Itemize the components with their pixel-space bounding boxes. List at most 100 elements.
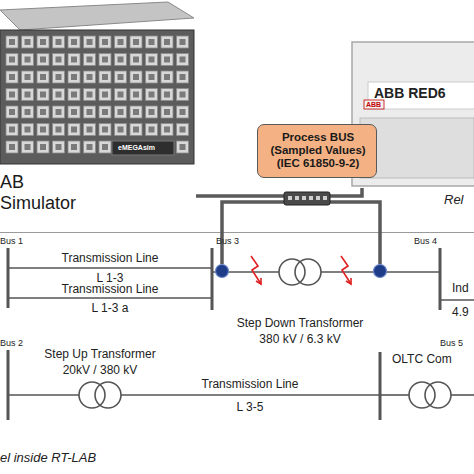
- connector-port: [99, 89, 111, 101]
- connector-port: [84, 89, 96, 101]
- fault-symbols: [251, 256, 351, 284]
- component-label: 380 kV / 6.3 kV: [259, 333, 340, 346]
- connector-port: [146, 36, 158, 48]
- process-bus-wire: [222, 202, 290, 264]
- process-bus-wires: [222, 202, 380, 264]
- connector-hole: [40, 92, 46, 98]
- connector-hole: [102, 127, 108, 133]
- bus-label: Bus 3: [216, 237, 239, 247]
- line-label: L 1-3: [97, 272, 124, 285]
- connector-hole: [25, 74, 31, 80]
- simulator-lid: [0, 2, 194, 30]
- connector-port: [146, 71, 158, 83]
- connector-port: [68, 71, 80, 83]
- connector-hole: [25, 144, 31, 150]
- connector-port: [53, 106, 65, 118]
- line-label: Transmission Line: [62, 252, 159, 265]
- connector-port: [37, 89, 49, 101]
- connector-hole: [133, 39, 139, 45]
- bus-bar: [7, 248, 10, 308]
- connector-port: [22, 141, 34, 153]
- connector-hole: [56, 57, 62, 63]
- connector-hole: [87, 39, 93, 45]
- connector-port: [84, 124, 96, 136]
- connector-hole: [40, 39, 46, 45]
- connector-hole: [133, 57, 139, 63]
- simulator-plate: [112, 141, 174, 155]
- transformer-symbol: [425, 382, 451, 408]
- connector-port: [161, 36, 173, 48]
- connector-hole: [87, 144, 93, 150]
- connector-hole: [25, 39, 31, 45]
- connector-hole: [9, 92, 15, 98]
- connector-port: [68, 106, 80, 118]
- connector-port: [161, 89, 173, 101]
- connector-port: [68, 124, 80, 136]
- line-label: Transmission Line: [202, 378, 299, 391]
- connector-hole: [164, 109, 170, 115]
- connector-hole: [40, 57, 46, 63]
- connector-port: [130, 71, 142, 83]
- component-label: 20kV / 380 kV: [63, 364, 138, 377]
- connector-port: [115, 124, 127, 136]
- connector-hole: [9, 109, 15, 115]
- connector-port: [99, 71, 111, 83]
- connector-port: [6, 54, 18, 66]
- connector-port: [161, 124, 173, 136]
- connector-hole: [40, 127, 46, 133]
- connector-hole: [71, 127, 77, 133]
- connector-hole: [71, 109, 77, 115]
- transmission-line: [121, 394, 380, 396]
- switch-port: [323, 196, 327, 200]
- connector-hole: [71, 39, 77, 45]
- connector-port: [6, 141, 18, 153]
- simulator-front: [0, 30, 194, 164]
- connector-port: [161, 106, 173, 118]
- line-label: L 1-3 a: [92, 302, 129, 315]
- connector-hole: [118, 74, 124, 80]
- connector-hole: [164, 127, 170, 133]
- bus-label: Bus 1: [0, 237, 23, 247]
- connector-hole: [133, 127, 139, 133]
- connector-port: [6, 124, 18, 136]
- wire: [451, 394, 474, 396]
- connector-port: [84, 141, 96, 153]
- device-name: AB Simulator: [0, 172, 92, 213]
- connector-hole: [180, 39, 186, 45]
- bus-label: Bus 4: [414, 237, 437, 247]
- connector-hole: [164, 57, 170, 63]
- connector-port: [130, 124, 142, 136]
- connector-port: [99, 36, 111, 48]
- connector-hole: [40, 74, 46, 80]
- connector-hole: [164, 74, 170, 80]
- switch-ports: [288, 196, 327, 200]
- connector-hole: [102, 144, 108, 150]
- switch-port: [288, 196, 292, 200]
- simulator-box: AB SimulatoreMEGAsim: [0, 0, 196, 226]
- connector-port: [146, 106, 158, 118]
- connector-port: [68, 54, 80, 66]
- connector-port: [37, 54, 49, 66]
- connector-port: [130, 54, 142, 66]
- connector-hole: [56, 39, 62, 45]
- transmission-line: [8, 297, 212, 299]
- connector-port: [53, 54, 65, 66]
- connector-hole: [180, 127, 186, 133]
- wire: [380, 394, 409, 396]
- component-label: Ind: [452, 282, 469, 295]
- connector-hole: [118, 92, 124, 98]
- connector-hole: [102, 74, 108, 80]
- connector-port: [177, 106, 189, 118]
- connector-port: [146, 124, 158, 136]
- connector-hole: [164, 39, 170, 45]
- connector-port: [99, 106, 111, 118]
- connector-port: [130, 106, 142, 118]
- connector-hole: [56, 127, 62, 133]
- connector-port: [115, 89, 127, 101]
- transmission-line: [8, 267, 212, 269]
- connector-hole: [87, 127, 93, 133]
- connector-port: [99, 141, 111, 153]
- connector-hole: [56, 92, 62, 98]
